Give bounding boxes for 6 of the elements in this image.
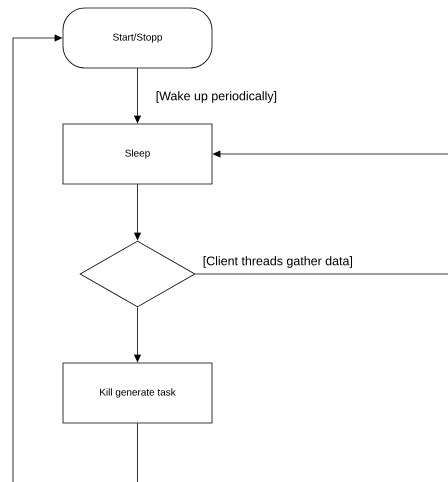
- terminal-box: Start/Stopp: [62, 8, 212, 68]
- edge-label: [Wake up periodically]: [154, 90, 278, 104]
- process-box: Kill generate task: [62, 362, 212, 424]
- process-box: Sleep: [62, 124, 212, 184]
- arrow: [12, 34, 138, 482]
- edge-label: [Client threads gather data]: [202, 255, 354, 269]
